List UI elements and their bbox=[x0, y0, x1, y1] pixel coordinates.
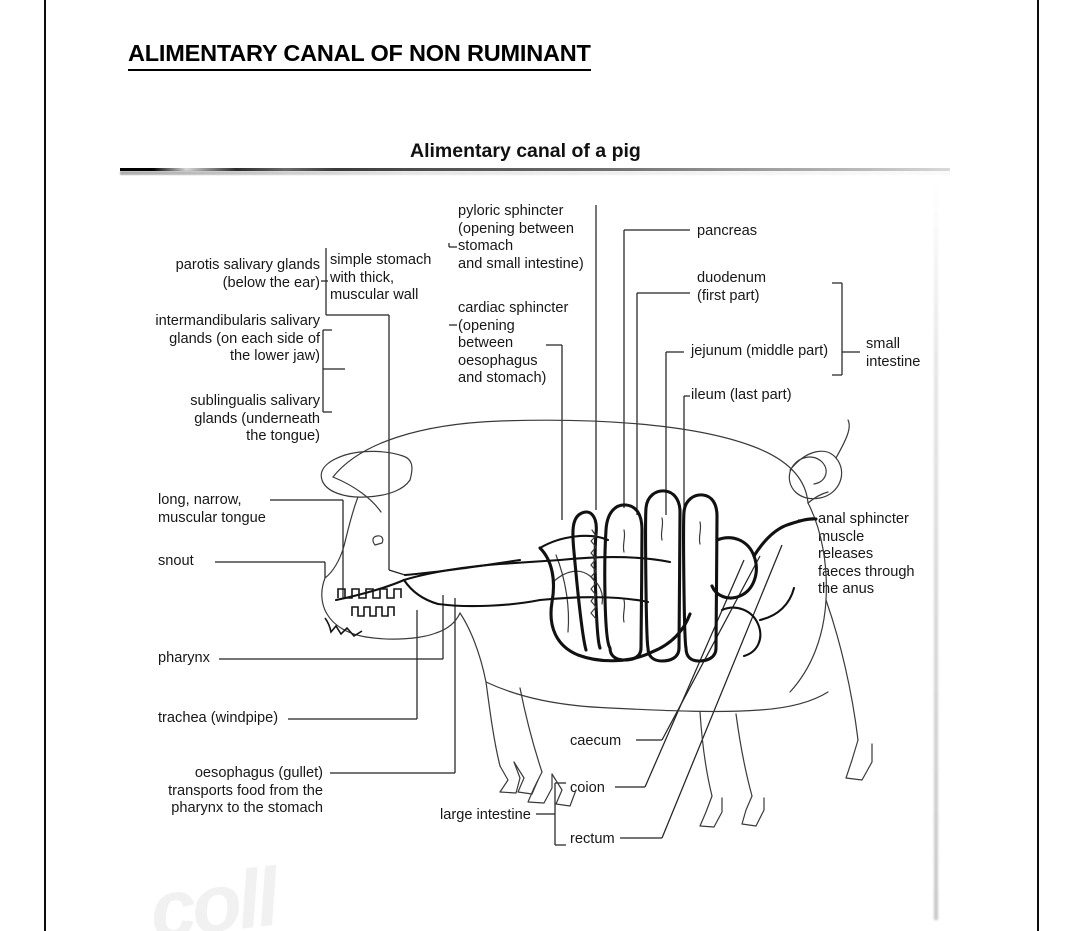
leader-pancreas bbox=[623, 229, 690, 508]
label-pancreas: pancreas bbox=[697, 223, 758, 239]
page-border-right bbox=[1037, 0, 1039, 931]
leader-small-intestine bbox=[832, 282, 860, 376]
label-pyloric-sphincter: pyloric sphincter (opening between stoma… bbox=[458, 203, 584, 272]
page-border-left bbox=[44, 0, 46, 931]
leader-ileum bbox=[683, 395, 690, 515]
label-oesophagus: oesophagus (gullet) transports food from… bbox=[168, 765, 323, 817]
pig-body-outline bbox=[320, 419, 873, 828]
label-anal-sphincter: anal sphincter muscle releases faeces th… bbox=[818, 511, 915, 598]
page-title: ALIMENTARY CANAL OF NON RUMINANT bbox=[128, 40, 591, 71]
scan-rule-shadow bbox=[120, 171, 950, 175]
label-trachea: trachea (windpipe) bbox=[158, 710, 279, 726]
label-colon: coion bbox=[570, 780, 605, 796]
label-caecum: caecum bbox=[570, 733, 622, 749]
scan-crease bbox=[934, 180, 938, 920]
label-snout: snout bbox=[158, 553, 194, 569]
label-intermandibularis-salivary-glands: intermandibularis salivary glands (on ea… bbox=[155, 313, 320, 365]
figure-title: Alimentary canal of a pig bbox=[410, 140, 641, 162]
digestive-tract bbox=[334, 489, 818, 663]
leader-oesophagus bbox=[330, 598, 456, 774]
scan-rule bbox=[120, 168, 950, 171]
label-pharynx: pharynx bbox=[158, 650, 210, 666]
label-simple-stomach: simple stomach with thick, muscular wall bbox=[330, 252, 432, 304]
label-jejunum: jejunum (middle part) bbox=[691, 343, 829, 359]
label-sublingualis-salivary-glands: sublingualis salivary glands (underneath… bbox=[190, 393, 320, 445]
label-small-intestine: small intestine bbox=[866, 336, 921, 370]
label-muscular-tongue: long, narrow, muscular tongue bbox=[158, 492, 266, 526]
label-cardiac-sphincter: cardiac sphincter (opening between oesop… bbox=[458, 300, 569, 387]
leader-trachea bbox=[288, 610, 418, 720]
label-ileum: ileum (last part) bbox=[691, 387, 792, 403]
label-rectum: rectum bbox=[570, 831, 615, 847]
watermark: coll bbox=[144, 851, 281, 931]
leader-jejunum bbox=[665, 351, 684, 515]
leader-duodenum bbox=[636, 292, 690, 515]
label-large-intestine: large intestine bbox=[440, 807, 531, 823]
leader-caecum bbox=[636, 555, 761, 741]
label-duodenum: duodenum (first part) bbox=[697, 270, 766, 304]
label-parotis-salivary-glands: parotis salivary glands (below the ear) bbox=[175, 257, 320, 291]
leader-colon bbox=[615, 559, 745, 788]
pig-teeth bbox=[324, 588, 402, 638]
